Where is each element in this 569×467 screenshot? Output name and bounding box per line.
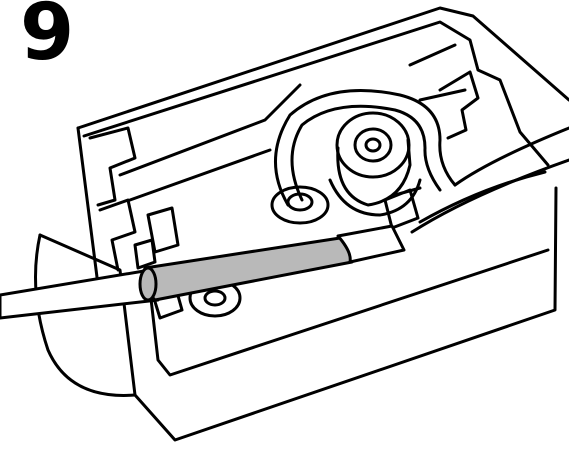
wire-right-lower: [410, 158, 569, 234]
box-bottom-rim: [34, 233, 137, 397]
wire-right-strand: [418, 170, 547, 224]
box-front-face: [38, 186, 558, 442]
screw-slot: [203, 289, 227, 307]
right-clip: [438, 70, 480, 140]
box-inner-ledge: [118, 43, 457, 177]
connector-block: [383, 186, 422, 230]
left-clip-tab-2: [133, 238, 157, 270]
wire-right-upper: [453, 126, 569, 187]
socket-top: [335, 111, 411, 179]
box-left-wall: [76, 126, 112, 302]
box-inner-rail: [128, 88, 467, 202]
left-clip-inner: [98, 198, 137, 272]
socket-ring: [353, 127, 393, 163]
socket-center: [364, 137, 382, 153]
wire-loop-inner: [290, 104, 442, 202]
terminal-hole: [286, 192, 314, 212]
step-number: 9: [20, 0, 75, 78]
box-inner-back-wall: [82, 20, 550, 167]
box-back-edge: [76, 6, 569, 130]
terminal-base: [270, 185, 330, 225]
socket-body: [336, 138, 412, 207]
cable-mouth: [138, 266, 158, 302]
left-clip-outer: [88, 126, 137, 207]
cable-left: [0, 268, 160, 320]
cable-end: [336, 224, 406, 264]
box-front-inner-edge: [148, 248, 550, 377]
wire-loop-outer: [274, 89, 457, 207]
